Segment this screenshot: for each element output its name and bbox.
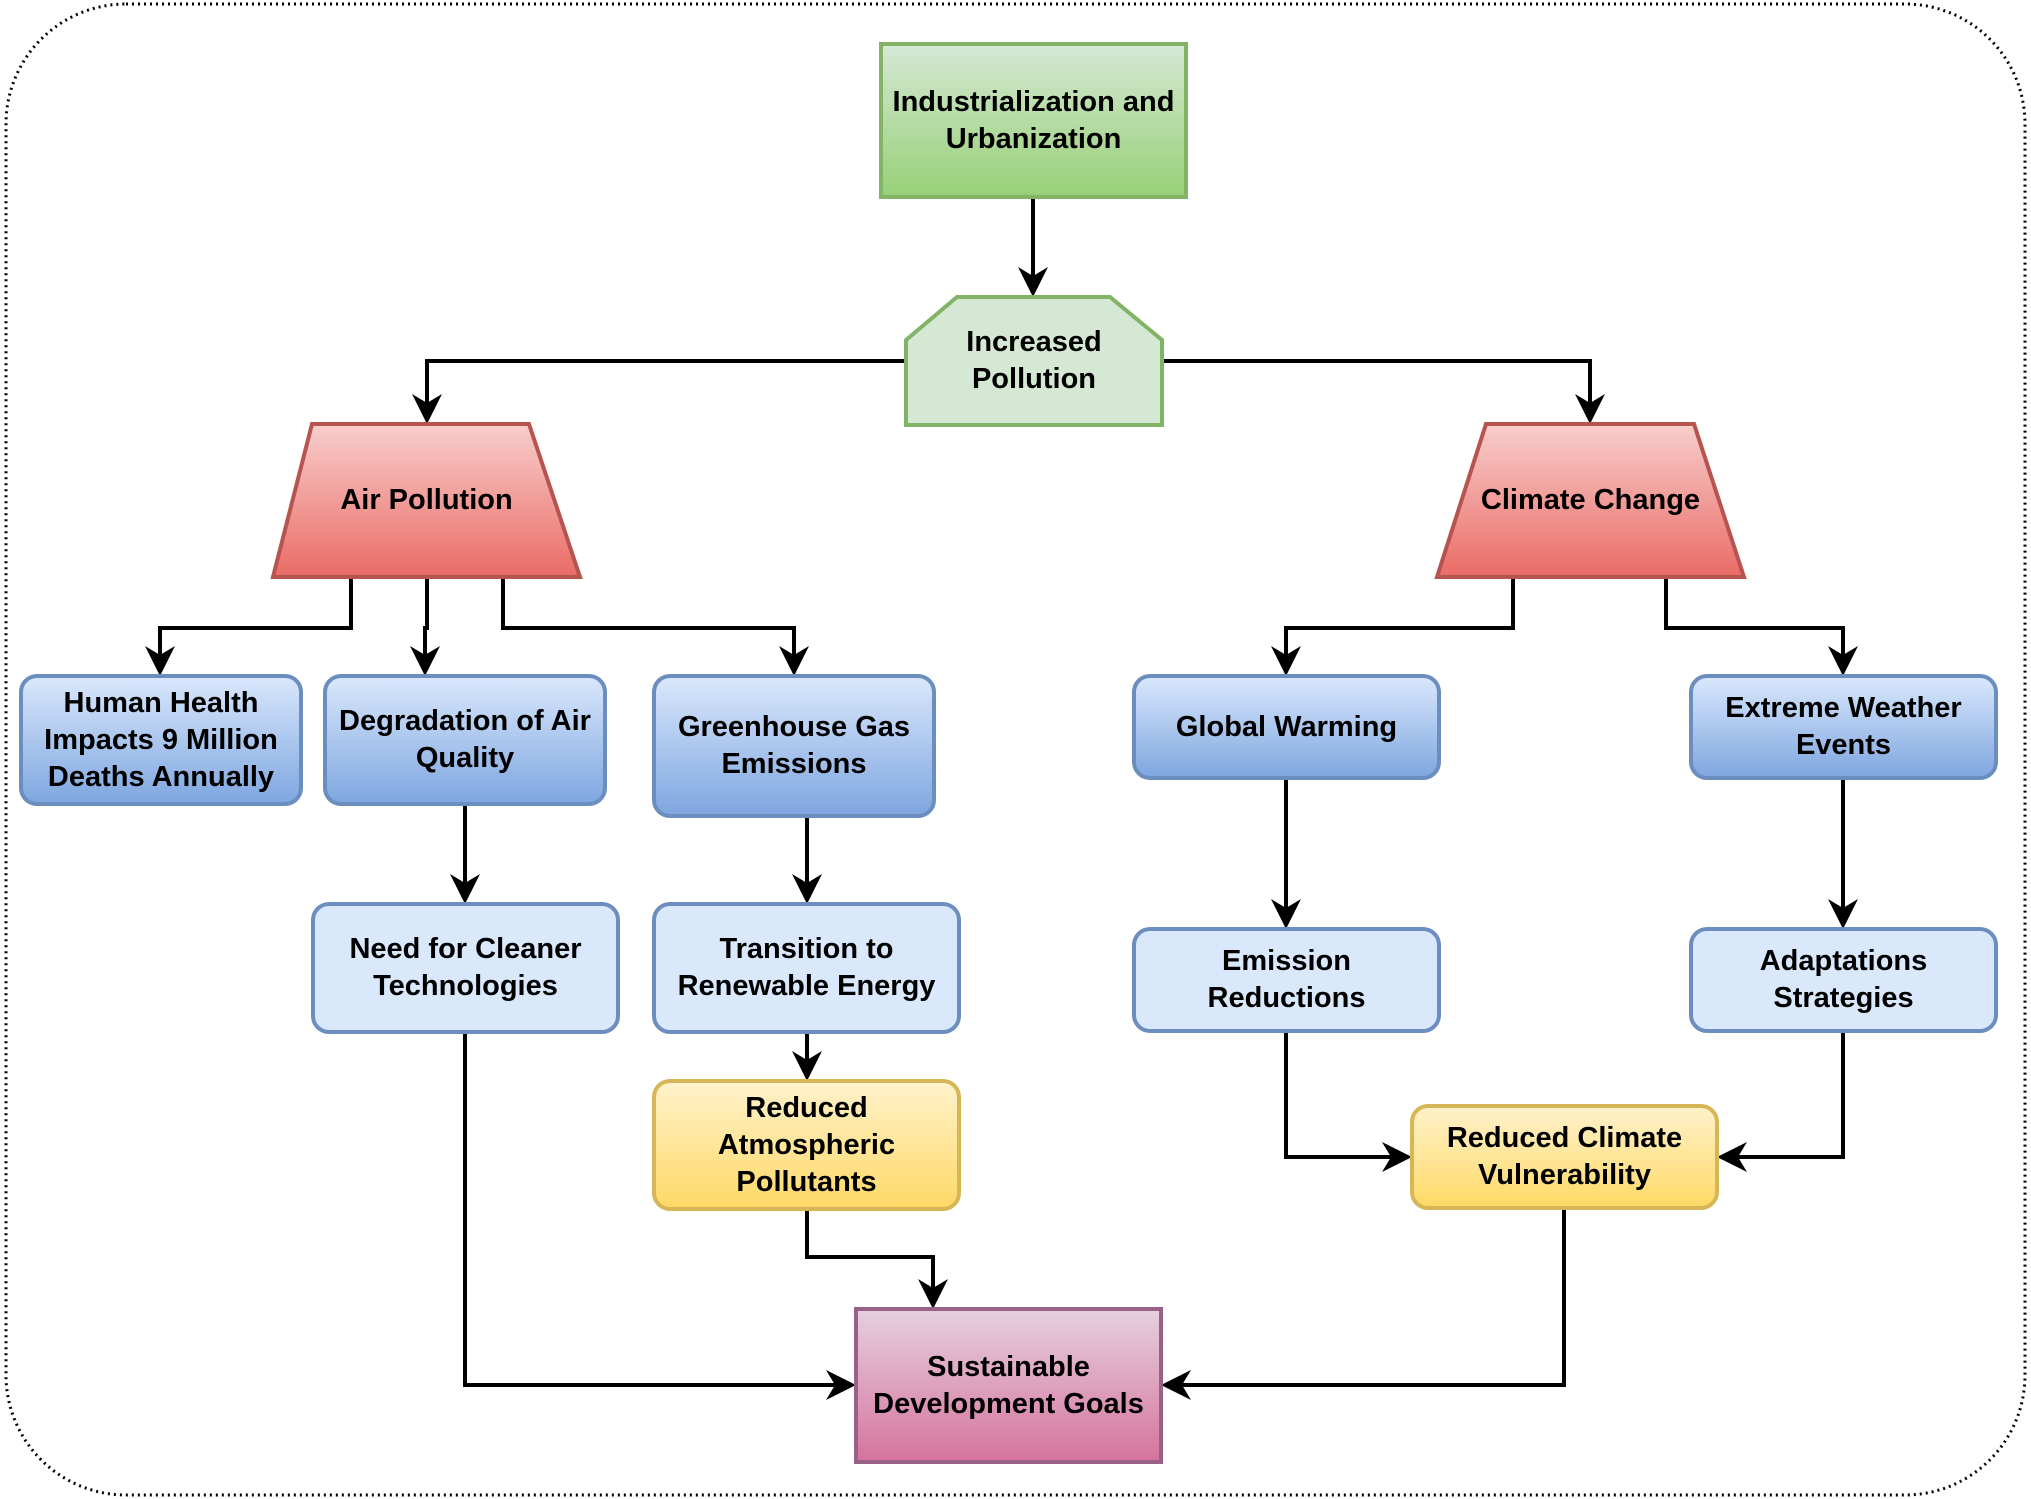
arrowhead <box>1382 1142 1412 1172</box>
node-reduced-vulnerability[interactable] <box>1410 1104 1719 1210</box>
arrowhead <box>792 874 822 904</box>
arrowhead <box>1271 646 1301 676</box>
node-global-warming[interactable] <box>1132 674 1441 780</box>
arrowhead <box>1575 394 1605 424</box>
edge-reduced-vulnerability-to-sdg <box>1161 1208 1566 1400</box>
arrowhead <box>410 646 440 676</box>
arrowhead <box>792 1051 822 1081</box>
edge-industrialization-to-increased-pollution <box>1018 197 1048 297</box>
arrowhead <box>1018 267 1048 297</box>
edge-greenhouse-gas-to-renewable-energy <box>792 816 822 904</box>
arrowhead <box>145 646 175 676</box>
node-renewable-energy[interactable] <box>652 902 961 1034</box>
arrowhead <box>412 394 442 424</box>
arrowhead <box>450 874 480 904</box>
edge-adaptation-strategies-to-reduced-vulnerability <box>1717 1031 1845 1172</box>
edge-extreme-weather-to-adaptation-strategies <box>1828 778 1858 929</box>
arrowhead <box>1828 899 1858 929</box>
arrowhead <box>826 1370 856 1400</box>
edge-increased-pollution-to-climate-change <box>1162 359 1605 424</box>
edge-renewable-energy-to-reduced-pollutants <box>792 1032 822 1081</box>
node-extreme-weather[interactable] <box>1689 674 1998 780</box>
arrowhead <box>918 1279 948 1309</box>
arrowhead <box>1828 646 1858 676</box>
connectors <box>145 197 1858 1400</box>
node-air-pollution[interactable] <box>270 422 583 579</box>
diagram-container-border <box>4 2 2027 1497</box>
arrowhead <box>1271 899 1301 929</box>
edge-emission-reductions-to-reduced-vulnerability <box>1284 1031 1412 1172</box>
node-human-health[interactable] <box>19 674 303 806</box>
node-reduced-pollutants[interactable] <box>652 1079 961 1211</box>
node-greenhouse-gas[interactable] <box>652 674 936 818</box>
arrowhead <box>1717 1142 1747 1172</box>
edge-climate-change-to-extreme-weather <box>1664 577 1858 676</box>
node-increased-pollution[interactable] <box>904 295 1164 427</box>
edge-global-warming-to-emission-reductions <box>1271 778 1301 929</box>
edge-degradation-air-quality-to-cleaner-tech <box>450 804 480 904</box>
edge-air-pollution-to-degradation-air-quality <box>410 577 440 676</box>
edge-cleaner-tech-to-sdg <box>463 1032 856 1400</box>
edge-increased-pollution-to-air-pollution <box>412 359 906 424</box>
node-emission-reductions[interactable] <box>1132 927 1441 1033</box>
arrowhead <box>1161 1370 1191 1400</box>
node-industrialization[interactable] <box>879 42 1188 199</box>
node-climate-change[interactable] <box>1434 422 1747 579</box>
edge-reduced-pollutants-to-sdg <box>805 1209 948 1309</box>
node-sdg[interactable] <box>854 1307 1163 1464</box>
node-adaptation-strategies[interactable] <box>1689 927 1998 1033</box>
node-degradation-air-quality[interactable] <box>323 674 607 806</box>
edge-air-pollution-to-human-health <box>145 577 353 676</box>
edge-air-pollution-to-greenhouse-gas <box>501 577 809 676</box>
nodes <box>19 42 1998 1464</box>
arrowhead <box>779 646 809 676</box>
node-cleaner-tech[interactable] <box>311 902 620 1034</box>
edge-climate-change-to-global-warming <box>1271 577 1515 676</box>
